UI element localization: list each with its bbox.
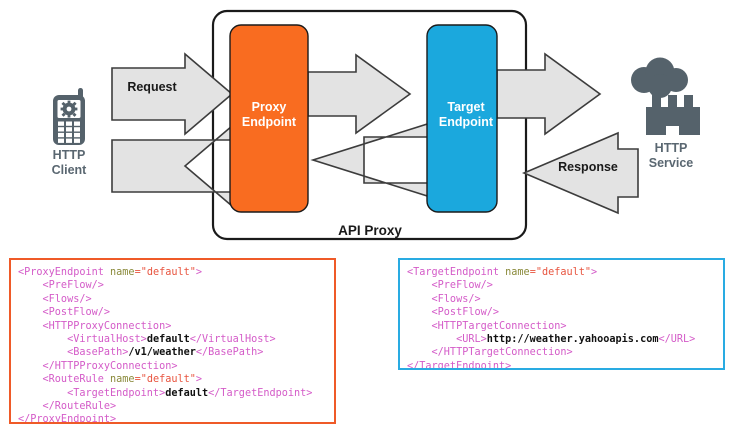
code-token-val: ="default" (134, 267, 196, 278)
code-line: <PostFlow/> (18, 306, 327, 319)
target-endpoint-box (426, 24, 498, 213)
code-line: <PostFlow/> (407, 306, 716, 319)
code-token-tag: <HTTPTargetConnection> (407, 320, 567, 332)
code-line: <VirtualHost>default</VirtualHost> (18, 333, 327, 346)
factory-cloud-icon (631, 57, 700, 135)
response-arrow-label: Response (558, 160, 618, 174)
code-token-tag: </URL> (658, 333, 696, 345)
code-token-tag: </TargetEndpoint> (407, 360, 512, 370)
code-line: <RouteRule name="default"> (18, 373, 327, 386)
code-line: <PreFlow/> (18, 279, 327, 292)
code-token-tag: <PostFlow/> (407, 307, 500, 319)
http-service-caption-line1: HTTP (654, 141, 688, 155)
code-token-tag: </TargetEndpoint> (208, 387, 313, 399)
code-token-tag: > (195, 267, 203, 278)
code-token-attr: name (110, 374, 135, 386)
code-line: </TargetEndpoint> (407, 360, 716, 370)
code-token-tag: <PostFlow/> (18, 307, 111, 319)
http-service-caption-line2: Service (648, 156, 694, 170)
proxy-endpoint-xml-block: <ProxyEndpoint name="default"> <PreFlow/… (9, 258, 336, 424)
code-token-tag: <URL> (407, 333, 487, 345)
http-service-caption: HTTP Service (626, 141, 716, 171)
request-arrow-label: Request (127, 80, 177, 94)
http-client-caption-line2: Client (51, 163, 87, 177)
code-token-tag: <Flows/> (18, 293, 92, 305)
code-line: <Flows/> (407, 293, 716, 306)
code-line: </HTTPProxyConnection> (18, 360, 327, 373)
code-token-tag: <BasePath> (18, 347, 129, 359)
code-token-tag: > (591, 267, 598, 278)
target-endpoint-label-line2: Endpoint (438, 115, 494, 129)
code-token-tag: </HTTPTargetConnection> (407, 347, 573, 359)
proxy-endpoint-label-line1: Proxy (251, 100, 287, 114)
code-token-tag: <TargetEndpoint> (18, 387, 166, 399)
http-client-caption-line1: HTTP (52, 148, 86, 162)
code-line: </HTTPTargetConnection> (407, 346, 716, 359)
code-line: <URL>http://weather.yahooapis.com</URL> (407, 333, 716, 346)
target-endpoint-xml-block: <TargetEndpoint name="default"> <PreFlow… (398, 258, 725, 370)
code-token-text: default (165, 387, 209, 399)
code-token-tag: </BasePath> (195, 347, 264, 359)
request-arrow (111, 52, 234, 136)
code-token-tag: <RouteRule (18, 374, 111, 386)
response-arrow (521, 131, 639, 215)
code-line: <PreFlow/> (407, 279, 716, 292)
code-line: <BasePath>/v1/weather</BasePath> (18, 346, 327, 359)
code-token-tag: <TargetEndpoint (407, 267, 506, 278)
code-token-tag: <Flows/> (407, 293, 481, 305)
code-token-text: http://weather.yahooapis.com (486, 333, 659, 345)
code-token-tag: <VirtualHost> (18, 333, 147, 345)
code-token-val: ="default" (529, 267, 592, 278)
http-client-caption: HTTP Client (24, 148, 114, 178)
code-line: <HTTPTargetConnection> (407, 320, 716, 333)
code-line: <ProxyEndpoint name="default"> (18, 266, 327, 279)
target-endpoint-label-line1: Target (447, 100, 485, 114)
code-token-tag: <ProxyEndpoint (18, 267, 111, 278)
code-token-tag: <PreFlow/> (407, 280, 493, 292)
code-line: </ProxyEndpoint> (18, 413, 327, 424)
target-to-service-arrow (496, 52, 602, 136)
code-token-val: ="default" (134, 374, 196, 386)
proxy-endpoint-label: Proxy Endpoint (219, 100, 319, 130)
code-token-tag: <HTTPProxyConnection> (18, 320, 172, 332)
code-token-tag: </ProxyEndpoint> (18, 414, 117, 424)
code-token-tag: </HTTPProxyConnection> (18, 360, 178, 372)
proxy-to-target-arrow (307, 53, 412, 135)
code-line: <TargetEndpoint>default</TargetEndpoint> (18, 387, 327, 400)
code-token-attr: name (110, 267, 135, 278)
code-token-text: /v1/weather (128, 347, 196, 359)
code-token-text: default (146, 333, 190, 345)
target-endpoint-label: Target Endpoint (416, 100, 516, 130)
code-line: <HTTPProxyConnection> (18, 320, 327, 333)
code-line: </RouteRule> (18, 400, 327, 413)
proxy-endpoint-label-line2: Endpoint (241, 115, 297, 129)
code-token-tag: </RouteRule> (18, 400, 117, 412)
code-token-attr: name (505, 267, 530, 278)
code-line: <TargetEndpoint name="default"> (407, 266, 716, 279)
proxy-endpoint-box (229, 24, 309, 213)
code-line: <Flows/> (18, 293, 327, 306)
mobile-phone-gear-icon (53, 88, 85, 145)
code-token-tag: <PreFlow/> (18, 280, 104, 292)
code-token-tag: > (195, 374, 203, 386)
api-proxy-container-label: API Proxy (338, 223, 402, 238)
code-token-tag: </VirtualHost> (189, 333, 276, 345)
